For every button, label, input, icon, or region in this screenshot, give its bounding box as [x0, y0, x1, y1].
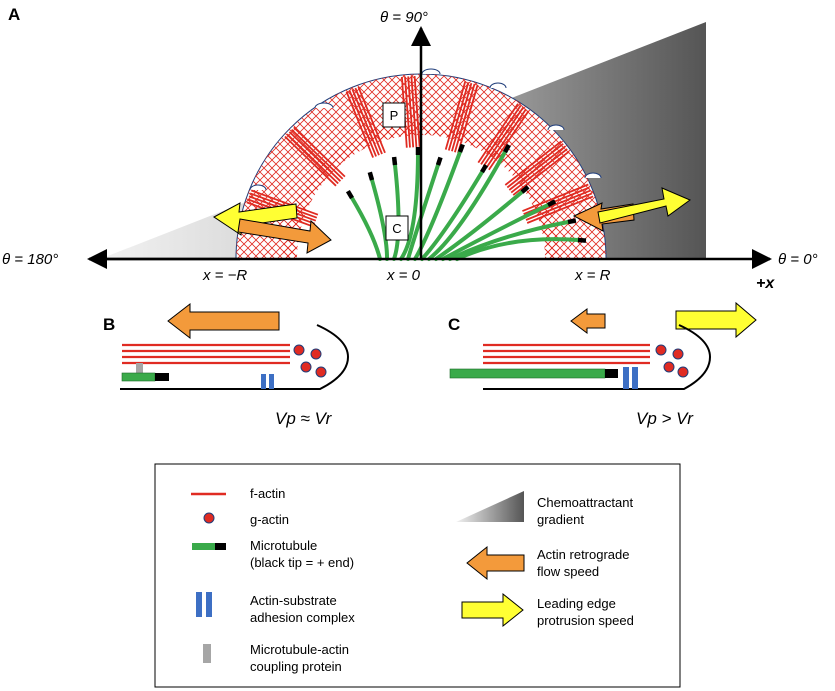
microtubule: [406, 163, 440, 261]
legend-adhesion-swatch-a: [196, 592, 202, 617]
panel-b-adhesion-a: [261, 374, 266, 389]
protrusion-arrow-right: [597, 187, 692, 224]
legend-retrograde-swatch: [466, 545, 525, 581]
legend-retro-label-1: Actin retrograde: [537, 547, 630, 562]
legend-microtubule-tip-swatch: [215, 543, 226, 550]
microtubule-plus-end: [367, 171, 375, 181]
microtubule: [434, 190, 524, 261]
microtubule: [350, 196, 382, 261]
theta-90-label: θ = 90°: [380, 9, 428, 26]
protrusion-arrow-left: [213, 202, 298, 236]
plus-x-label: +x: [756, 275, 775, 292]
panel-b-coupling-protein: [136, 363, 143, 374]
legend-g-actin-label: g-actin: [250, 512, 289, 527]
actin-bundle: [345, 86, 386, 158]
theta-0-label: θ = 0°: [778, 251, 818, 268]
panel-label-b: B: [103, 315, 115, 334]
microtubule-plus-end: [577, 237, 587, 243]
actin-bundles: [246, 75, 594, 228]
microtubule-plus-end: [457, 143, 465, 153]
x-zero-label: x = 0: [386, 267, 421, 284]
panel-b-actin: [122, 343, 290, 365]
panel-b-membrane: [120, 324, 350, 390]
panel-c-adhesion-b: [632, 367, 638, 389]
panel-c-protrusion-arrow: [675, 301, 757, 339]
microtubule-plus-end: [435, 156, 443, 166]
panel-c-actin: [483, 343, 650, 365]
legend-g-actin-swatch: [203, 512, 215, 524]
legend-microtubule-label-1: Microtubule: [250, 538, 317, 553]
microtubule-plus-end: [520, 185, 530, 194]
legend-f-actin-label: f-actin: [250, 486, 285, 501]
legend: f-actin g-actin Microtubule (black tip =…: [154, 463, 681, 688]
membrane-bumps: [249, 68, 602, 191]
panel-label-a: A: [8, 5, 20, 24]
actin-bundle: [477, 103, 530, 171]
legend-retro-label-2: flow speed: [537, 564, 599, 579]
legend-coupling-label-1: Microtubule-actin: [250, 642, 349, 657]
microtubule-plus-end: [546, 199, 557, 208]
region-c-label: C: [392, 221, 401, 236]
panel-c-retrograde-arrow: [570, 308, 606, 334]
theta-180-label: θ = 180°: [2, 251, 58, 268]
microtubule: [413, 150, 462, 261]
panel-c-microtubule: [449, 368, 606, 379]
microtubule: [370, 178, 390, 261]
actin-bundle: [284, 126, 346, 187]
retrograde-arrow-left: [237, 218, 332, 254]
legend-gradient-label-1: Chemoattractant: [537, 495, 633, 510]
panel-b-microtubule: [121, 372, 156, 382]
legend-adhesion-label-1: Actin-substrate: [250, 593, 337, 608]
microtubule: [448, 220, 570, 261]
region-p-box: [382, 102, 406, 128]
panel-c-relation: Vp > Vr: [636, 409, 694, 428]
panel-b-adhesion-b: [269, 374, 274, 389]
actin-bundle: [522, 183, 594, 224]
microtubule: [399, 153, 420, 261]
legend-microtubule-label-2: (black tip = + end): [250, 555, 354, 570]
panel-label-c: C: [448, 315, 460, 334]
panel-b-relation: Vp ≈ Vr: [275, 409, 333, 428]
microtubule-plus-end: [503, 143, 511, 154]
legend-protrusion-label-1: Leading edge: [537, 596, 616, 611]
panel-c-membrane: [483, 324, 712, 390]
legend-coupling-label-2: coupling protein: [250, 659, 342, 674]
legend-microtubule-swatch: [192, 543, 215, 550]
panel-b-g-actin: [293, 344, 327, 378]
microtubule-plus-end: [391, 156, 398, 166]
x-r-label: x = R: [574, 267, 611, 284]
actin-bundle: [444, 81, 479, 154]
panel-c-microtubule-tip: [605, 369, 618, 378]
panel-b-microtubule-tip: [155, 373, 169, 381]
legend-adhesion-label-2: adhesion complex: [250, 610, 355, 625]
legend-gradient-swatch: [456, 491, 524, 522]
microtubule: [441, 203, 550, 261]
region-c-box: [385, 215, 409, 241]
microtubules: [345, 143, 587, 261]
actin-bundle: [504, 140, 570, 196]
panel-c-adhesion-a: [623, 367, 629, 389]
region-p-label: P: [390, 108, 399, 123]
x-minus-r-label: x = −R: [202, 267, 247, 284]
microtubule-plus-end: [567, 218, 577, 225]
microtubule: [420, 170, 484, 261]
legend-protrusion-label-2: protrusion speed: [537, 613, 634, 628]
legend-box: [154, 463, 681, 688]
microtubule: [427, 150, 507, 261]
legend-protrusion-swatch: [461, 592, 524, 628]
panel-b-retrograde-arrow: [167, 302, 280, 340]
legend-adhesion-swatch-b: [206, 592, 212, 617]
legend-gradient-label-2: gradient: [537, 512, 584, 527]
microtubule-plus-end: [480, 163, 489, 174]
panel-c-g-actin: [655, 344, 689, 378]
legend-coupling-swatch: [203, 644, 211, 663]
microtubule: [455, 237, 580, 261]
microtubule-plus-end: [345, 189, 354, 200]
